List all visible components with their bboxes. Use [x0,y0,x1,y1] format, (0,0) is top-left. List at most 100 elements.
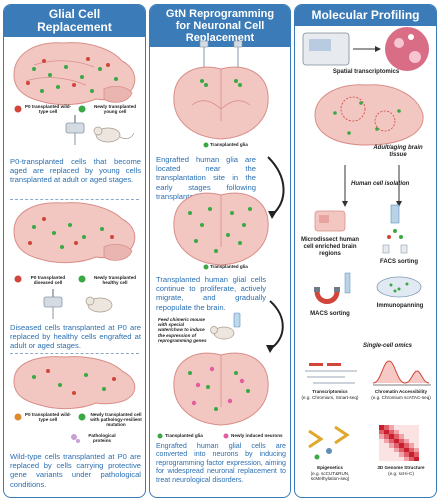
label-cell-isolation: Human cell isolation [351,181,410,187]
facs-sorter-icon [382,204,408,254]
cell-marker-diseased [14,275,22,283]
heatmap-cell [399,429,404,434]
heatmap-cell [414,438,419,443]
sagittal-brain-illustration-2 [13,202,136,319]
cell-marker-wildtype [14,413,22,421]
curved-arrow-icon [267,156,285,219]
gtn-description-1: Engrafted human glia are located near th… [156,155,256,201]
heatmap-cell [399,452,404,457]
heatmap-cell [394,429,399,434]
label-single-cell-omics: Single-cell omics [363,343,413,349]
curved-arrow-icon [266,300,284,353]
heatmap-cell [399,447,404,452]
sagittal-brain [13,42,136,106]
heatmap-cell [389,429,394,434]
heatmap-cell [389,425,394,430]
brain-tissue-icon [314,84,424,146]
heatmap-cell [379,443,384,448]
heatmap-cell [409,443,414,448]
heatmap-cell [404,443,409,448]
section1-description: P0-transplanted cells that become aged a… [10,157,141,185]
heatmap-cell [394,425,399,430]
microdissect-tissue-icon [314,210,346,232]
heatmap-cell [414,456,419,461]
induced-neuron-marker [223,433,229,439]
transplanted-glia-marker [203,142,209,148]
heatmap-cell [409,447,414,452]
heatmap-cell [394,443,399,448]
coronal-brain-illustration-1 [173,40,269,148]
heatmap-cell [384,452,389,457]
label-transplanted-glia-2: Transplanted glia [210,264,248,269]
label-3d-genome: 3D Genome Structure [377,465,425,470]
pathological-protein-icon [71,434,80,443]
panel-gtn-reprogramming: GtN Reprogramming for Neuronal Cell Repl… [149,4,291,498]
heatmap-cell [399,425,404,430]
legend-markers [157,433,229,439]
heatmap-cell [379,425,384,430]
heatmap-cell [404,438,409,443]
heatmap-cell [379,456,384,461]
transplanted-glia-marker [203,264,209,270]
sagittal-brain-illustration-1 [13,42,136,145]
heatmap-cell [379,438,384,443]
label-epigenetics-eg: (e.g. scCUT&RUN, scMethylation-seq) [310,471,350,482]
label-induced-neurons: Newly induced neurons [231,433,283,438]
label-newly-healthy: Newly transplanted healthy cell [93,275,137,286]
heatmap-cell [394,434,399,439]
heatmap-cell [384,443,389,448]
heatmap-cell [384,447,389,452]
heatmap-cell [414,429,419,434]
cell-marker-healthy [78,275,86,283]
heatmap-cell [389,434,394,439]
heatmap-cell [409,452,414,457]
label-epigenetics: Epigenetics [317,465,343,470]
label-resilient-mutation: Newly transplanted cell with pathology-r… [90,412,142,428]
gtn-description-2: Transplanted human glial cells continue … [156,275,266,312]
cell-marker-green [78,105,86,113]
heatmap-cell [399,456,404,461]
label-transplanted-glia-1: Transplanted glia [210,142,248,147]
heatmap-cell [394,456,399,461]
spatial-map-icon [385,27,429,71]
heatmap-cell [409,429,414,434]
label-transplanted-glia-3: Transplanted glia [165,433,203,438]
label-chromatin: Chromatin Accessibility [374,389,428,394]
heatmap-cell [384,429,389,434]
panel-title-glial: Glial Cell Replacement [4,5,145,37]
heatmap-cell [394,447,399,452]
heatmap-cell [379,452,384,457]
heatmap-cell [414,443,419,448]
heatmap-cell [414,447,419,452]
label-microdissect: Microdissect human cell enriched brain r… [300,237,359,257]
mouse-icon [85,296,113,313]
heatmap-cell [384,456,389,461]
mouse-icon [210,326,235,340]
heatmap-cell [389,443,394,448]
divider-1 [10,199,139,200]
heatmap-cell [404,447,409,452]
heatmap-cell [414,434,419,439]
heatmap-cell [414,425,419,430]
epigenetics-icon [308,425,350,460]
water-bottle-icon [233,312,241,328]
heatmap-cell [394,452,399,457]
label-macs: MACS sorting [310,311,350,317]
sagittal-brain-illustration-3 [13,356,136,443]
mouse-icon [93,126,135,143]
section2-description: Diseased cells transplanted at P0 are re… [10,323,141,351]
heatmap-cell [404,429,409,434]
label-p0-wildtype-3: P0 transplanted wild-type cell [24,412,72,423]
transplanted-glia-marker [157,433,163,439]
arrow-icon [396,165,402,207]
label-immunopanning: Immunopanning [376,303,424,309]
gtn-description-3: Engrafted human glial cells are converte… [156,442,286,484]
section3-description: Wild-type cells transplanted at P0 are r… [10,452,141,489]
heatmap-cell [389,447,394,452]
heatmap-cell [404,452,409,457]
profiling-workflow [302,27,431,460]
heatmap-cell [394,438,399,443]
heatmap-cell [379,434,384,439]
panel-molecular-profiling: Molecular Profiling [294,4,437,498]
heatmap-cell [389,438,394,443]
